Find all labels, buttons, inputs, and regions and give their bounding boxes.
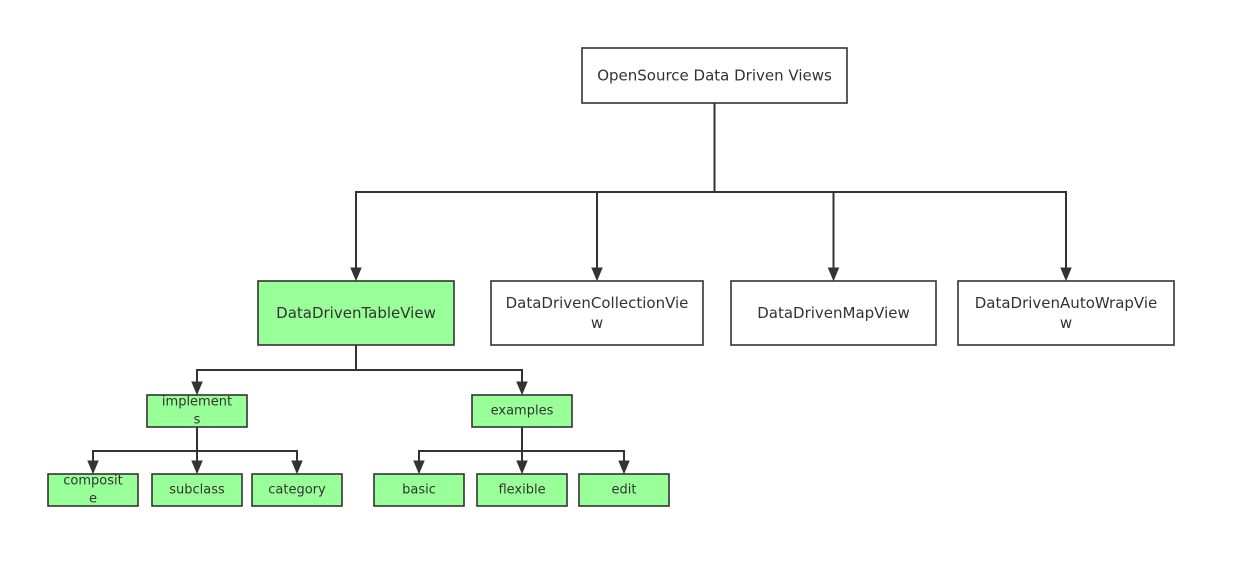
node-examples: examples (471, 394, 573, 428)
arrowhead-examples (516, 381, 528, 396)
node-map-view: DataDrivenMapView (730, 280, 937, 346)
node-label: DataDrivenAutoWrapVie (975, 294, 1158, 312)
arrowhead-collection_view (591, 267, 603, 282)
edge-table_view-examples (355, 345, 523, 384)
node-label: OpenSource Data Driven Views (597, 67, 832, 85)
connectors (87, 103, 1072, 475)
node-box (730, 280, 937, 346)
node-edit: edit (578, 473, 670, 507)
node-label: implement (162, 395, 232, 410)
node-box (47, 473, 139, 507)
node-label: w (1060, 314, 1072, 332)
node-box (146, 394, 248, 428)
edge-implements-category (196, 427, 298, 463)
arrowhead-table_view (350, 267, 362, 282)
node-label: category (268, 483, 326, 498)
node-category: category (251, 473, 343, 507)
node-label: DataDrivenMapView (757, 304, 910, 322)
node-root: OpenSource Data Driven Views (581, 47, 848, 104)
arrowhead-edit (618, 460, 630, 475)
arrowhead-implements (191, 381, 203, 396)
arrowhead-composite (87, 460, 99, 475)
node-box (578, 473, 670, 507)
node-box (251, 473, 343, 507)
node-label: DataDrivenTableView (276, 304, 436, 322)
node-label: s (194, 412, 201, 427)
node-collection-view: DataDrivenCollectionVie w (490, 280, 704, 346)
node-box (373, 473, 465, 507)
edge-examples-basic (418, 427, 523, 463)
node-box (471, 394, 573, 428)
arrowhead-basic (413, 460, 425, 475)
arrowhead-auto_wrap_view (1060, 267, 1072, 282)
node-flexible: flexible (476, 473, 568, 507)
node-auto-wrap-view: DataDrivenAutoWrapVie w (957, 280, 1175, 346)
arrowhead-map_view (827, 267, 840, 282)
edge-root-auto_wrap_view (713, 103, 1067, 270)
node-box (476, 473, 568, 507)
node-subclass: subclass (151, 473, 243, 507)
node-label: edit (612, 483, 637, 498)
edge-implements-composite (92, 427, 198, 463)
node-box (957, 280, 1175, 346)
nodes: OpenSource Data Driven ViewsDataDrivenTa… (47, 47, 1175, 507)
node-label: subclass (169, 483, 225, 498)
node-label: flexible (498, 483, 545, 498)
edge-table_view-implements (196, 345, 357, 384)
node-label: basic (402, 483, 436, 498)
node-composite: composit e (47, 473, 139, 507)
arrowhead-flexible (516, 460, 528, 475)
node-label: w (591, 314, 603, 332)
node-label: e (89, 491, 97, 506)
edge-root-map_view (713, 103, 835, 270)
node-label: composit (63, 474, 122, 489)
node-label: examples (491, 404, 554, 419)
edge-root-collection_view (596, 103, 716, 270)
node-table-view: DataDrivenTableView (257, 280, 455, 346)
node-box (151, 473, 243, 507)
edge-examples-edit (521, 427, 625, 463)
arrowhead-subclass (191, 460, 203, 475)
node-box (257, 280, 455, 346)
node-implements: implement s (146, 394, 248, 428)
node-label: DataDrivenCollectionVie (506, 294, 689, 312)
node-box (581, 47, 848, 104)
node-basic: basic (373, 473, 465, 507)
arrowhead-category (291, 460, 303, 475)
node-box (490, 280, 704, 346)
edge-root-table_view (355, 103, 716, 270)
